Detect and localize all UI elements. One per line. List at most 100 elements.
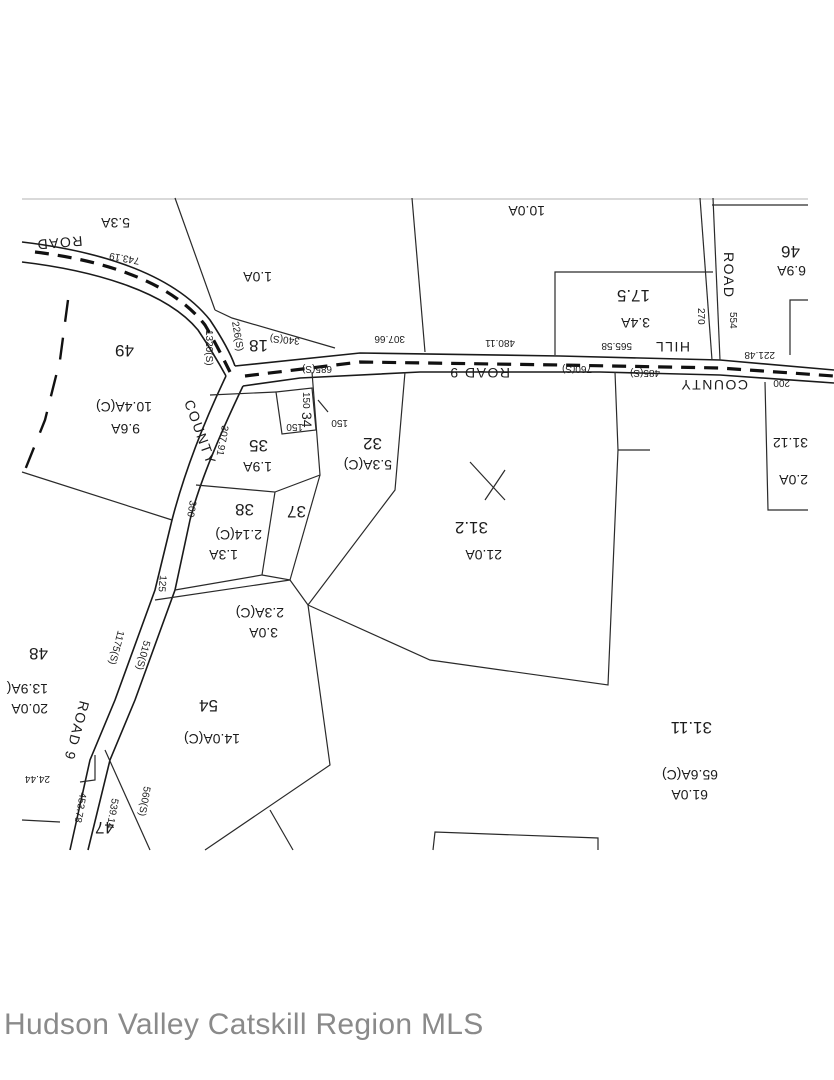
boundary — [104, 749, 151, 851]
boundary-bottom — [432, 831, 599, 851]
county-road-south-edge — [242, 371, 834, 387]
boundary-17-5 — [554, 271, 713, 355]
parcel-area-6-9: 6.9A — [777, 263, 806, 279]
boundary-38 — [174, 484, 276, 591]
parcel-id-54: 54 — [199, 696, 218, 715]
parcel-area-5-3: 5.3A — [101, 215, 130, 231]
dimension-565-58: 565.58 — [601, 340, 632, 351]
parcel-area-21-0: 21.0A — [465, 547, 502, 563]
dimension-221-48: 221.48 — [744, 349, 775, 360]
dimension-554: 554 — [727, 312, 738, 329]
parcel-id-48: 48 — [29, 644, 48, 663]
parcel-area-10-4c: 10.4A(C) — [96, 399, 152, 415]
dimension-340s: 340(S) — [269, 332, 300, 346]
dimension-485s: 485(S) — [630, 367, 660, 378]
county-road-centerline — [244, 360, 834, 378]
road-label-center: ROAD 9 — [449, 365, 510, 381]
parcel-id-18: 18 — [249, 336, 268, 355]
dimension-150-b: 150 — [286, 421, 303, 432]
boundary — [154, 579, 291, 601]
parcel-id-17-5: 17.5 — [617, 286, 650, 305]
parcel-id-49: 49 — [115, 341, 134, 360]
parcel-id-47: 47 — [95, 818, 114, 837]
dimension-150-a: 150 — [300, 392, 311, 409]
boundary-31-12 — [764, 381, 808, 511]
dimension-539-14: 539.14 — [104, 797, 120, 829]
upper-road-south-edge — [21, 261, 227, 377]
leader — [317, 399, 329, 413]
upper-road-centerline — [34, 250, 232, 373]
upper-road-north-edge — [21, 241, 236, 367]
parcel-area-20-0: 20.0A — [11, 701, 48, 717]
parcel-area-13-9: 13.9A( — [6, 681, 48, 697]
dimension-200: 200 — [773, 377, 790, 388]
parcel-area-1-3: 1.3A — [209, 547, 238, 563]
road-label-upper: ROAD — [35, 233, 83, 253]
dimension-307-91: 307.91 — [214, 424, 230, 456]
x-mark — [469, 461, 506, 501]
dimension-480-11: 480.11 — [485, 337, 515, 348]
boundary — [21, 819, 61, 823]
lot-49-dashed-line — [23, 299, 70, 471]
dimension-307-66: 307.66 — [374, 333, 405, 344]
road-label-hill: HILL — [654, 339, 690, 355]
boundary-18 — [214, 309, 336, 349]
vertical-road-west-edge — [69, 375, 227, 851]
parcel-id-35: 35 — [249, 436, 268, 455]
parcel-area-9-6: 9.6A — [111, 421, 140, 437]
boundary — [269, 809, 294, 851]
boundary-47 — [79, 755, 96, 783]
dimension-125: 125 — [156, 575, 168, 593]
parcel-area-1-0: 1.0A — [243, 269, 272, 285]
parcel-area-3-4: 3.4A — [621, 315, 650, 331]
parcel-area-1-9: 1.9A — [243, 459, 272, 475]
parcel-id-32: 32 — [363, 434, 382, 453]
dimension-300: 300 — [184, 499, 198, 518]
parcel-area-14-0c: 14.0A(C) — [184, 731, 240, 747]
x-mark — [484, 469, 506, 501]
parcel-id-38: 38 — [235, 500, 254, 519]
boundary — [411, 197, 426, 353]
boundary — [699, 197, 713, 361]
boundary — [209, 391, 277, 396]
mls-watermark: Hudson Valley Catskill Region MLS — [4, 1008, 484, 1041]
county-road-north-edge — [234, 352, 834, 371]
boundary-31-2 — [307, 371, 619, 686]
dimension-226s: 226(S) — [229, 321, 245, 352]
vertical-road-east-edge — [87, 385, 244, 851]
boundary-32 — [289, 371, 406, 607]
boundary — [21, 471, 173, 521]
map-frame — [22, 198, 809, 850]
dimension-150-c: 150 — [331, 417, 348, 428]
boundary-54 — [204, 604, 331, 851]
parcel-area-5-3c: 5.3A(C) — [344, 457, 392, 473]
parcel-area-3-0: 3.0A — [249, 625, 278, 641]
dimension-453-78: 453.78 — [72, 791, 88, 823]
dimension-685s: 685(S) — [302, 363, 332, 374]
boundary — [174, 197, 216, 311]
dimension-560s: 560(S) — [136, 785, 152, 816]
dimension-743-19: 743.19 — [108, 250, 140, 266]
parcel-area-2-3c: 2.3A(C) — [236, 605, 284, 621]
parcel-id-34: 34 — [299, 412, 315, 428]
parcel-area-2-0: 2.0A — [779, 472, 808, 488]
parcel-id-37: 37 — [287, 502, 306, 521]
boundary — [712, 197, 721, 361]
parcel-area-10: 10.0A — [508, 203, 545, 219]
boundary — [789, 299, 808, 355]
parcel-id-31-2: 31.2 — [455, 518, 488, 537]
road-label-county: COUNTY — [680, 377, 748, 393]
parcel-id-31-12: 31.12 — [773, 435, 808, 451]
dimension-24-44: 24.44 — [25, 773, 50, 784]
dimension-270: 270 — [695, 308, 706, 325]
parcel-area-2-14c: 2.14(C) — [215, 527, 262, 543]
parcel-area-65-6c: 65.6A(C) — [662, 767, 718, 783]
parcel-id-31-11: 31.11 — [671, 718, 712, 737]
road-label-hill-vertical: ROAD — [721, 252, 737, 298]
parcel-area-61-0: 61.0A — [671, 787, 708, 803]
parcel-id-46: 46 — [781, 242, 800, 261]
dimension-760s: 760(S) — [562, 363, 592, 374]
dimension-1320s: 1320(S) — [203, 330, 214, 366]
